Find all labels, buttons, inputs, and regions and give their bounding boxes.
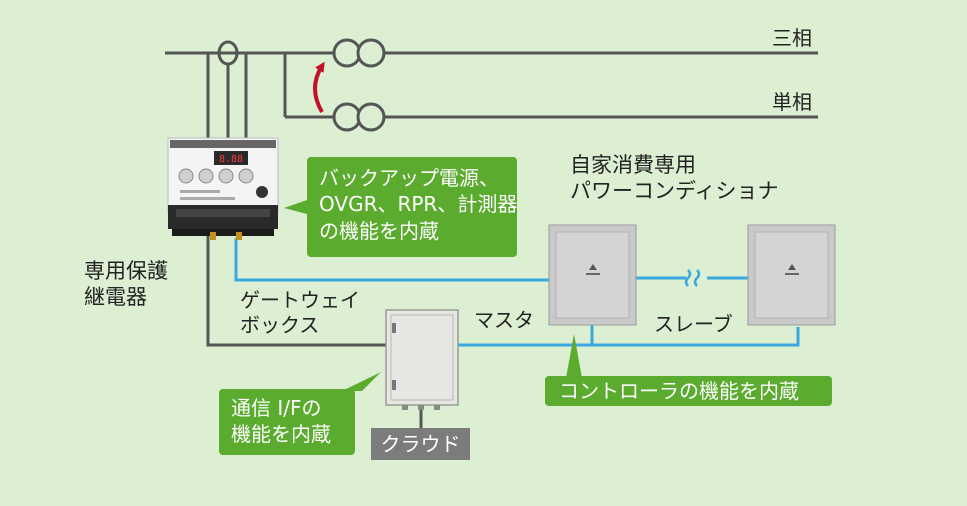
slave-label: スレーブ <box>654 312 733 336</box>
pcs-label-line-2: パワーコンディショナ <box>570 179 779 204</box>
three-phase-label: 三相 <box>772 26 812 50</box>
relay-label-line-1: 専用保護 <box>84 259 168 283</box>
relay-callout-pointer <box>284 200 307 214</box>
cloud-box: クラウド <box>371 428 470 460</box>
gateway-pcs-comm-line <box>458 327 800 347</box>
pcs-slave-device <box>747 224 836 326</box>
pcs-functions-callout: コントローラの機能を内蔵 <box>545 376 832 406</box>
gateway-callout-pointer <box>342 372 381 391</box>
pcs-master-device <box>548 224 637 326</box>
transformer-three-phase-icon <box>332 38 386 68</box>
master-label: マスタ <box>474 308 534 332</box>
gateway-callout-line-2: 機能を内蔵 <box>231 422 331 447</box>
gateway-power-line <box>206 235 388 347</box>
relay-pcs-comm-line <box>234 238 549 282</box>
comm-lines <box>234 238 800 347</box>
phase-switch-arrow-icon <box>313 61 325 114</box>
wireless-wave-icon <box>684 269 701 287</box>
relay-label: 専用保護 継電器 <box>84 258 168 311</box>
callout-pointers <box>284 200 582 391</box>
ct-sensor-icon <box>217 40 239 66</box>
protection-relay-device: 8.88 <box>167 137 279 240</box>
gateway-callout-line-1: 通信 I/Fの <box>231 396 322 420</box>
relay-functions-callout: バックアップ電源、 OVGR、RPR、計測器 の機能を内蔵 <box>307 157 517 257</box>
gateway-functions-callout: 通信 I/Fの 機能を内蔵 <box>219 389 355 455</box>
gateway-label-line-1: ゲートウェイ <box>240 288 360 312</box>
pcs-label-line-1: 自家消費専用 <box>570 153 696 177</box>
gateway-label: ゲートウェイ ボックス <box>240 288 360 338</box>
relay-callout-line-2: OVGR、RPR、計測器 <box>319 192 518 217</box>
single-phase-label: 単相 <box>772 90 812 114</box>
gateway-label-line-2: ボックス <box>240 313 320 337</box>
relay-callout-line-1: バックアップ電源、 <box>319 166 499 190</box>
pcs-label: 自家消費専用 パワーコンディショナ <box>570 152 779 205</box>
relay-callout-line-3: の機能を内蔵 <box>319 218 439 243</box>
pcs-callout-pointer <box>566 334 582 378</box>
relay-display-readout: 8.88 <box>219 154 243 165</box>
relay-label-line-2: 継電器 <box>84 285 147 310</box>
gateway-box-device <box>385 309 459 410</box>
transformer-single-phase-icon <box>332 102 386 132</box>
